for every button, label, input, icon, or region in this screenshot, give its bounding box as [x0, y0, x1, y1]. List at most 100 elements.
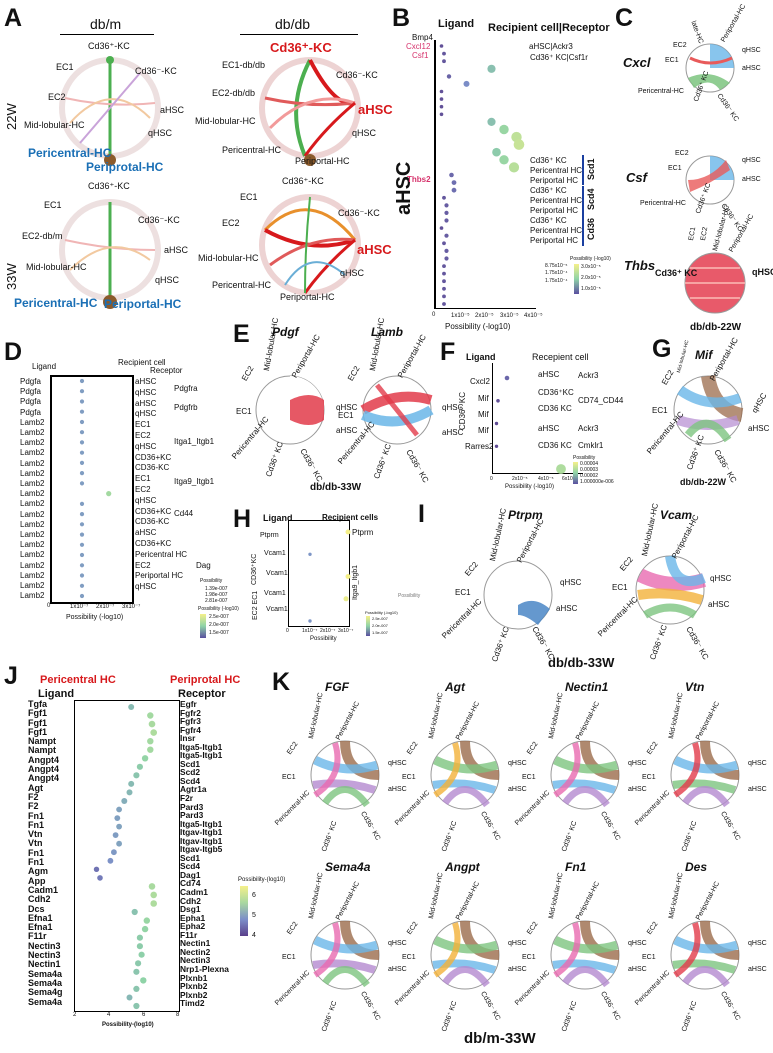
- panel-D-cell-17: EC2: [135, 560, 151, 570]
- panel-J-point-2: [148, 720, 156, 728]
- panel-H-axis-box: [288, 520, 350, 627]
- panel-D-point-18: [79, 563, 85, 568]
- panel-K-3-label-5: aHSC: [748, 786, 767, 793]
- A3-label-l3: Mid-lobular-HC: [26, 262, 87, 272]
- panel-H-xlabel: Possibility: [310, 636, 337, 642]
- panel-C-lab-pc2: Pericentral-HC: [640, 200, 686, 207]
- A2-label-b1: Pericentral-HC: [222, 145, 282, 155]
- panel-D-xtick-3: 3x10⁻⁷: [122, 604, 141, 610]
- A3-label-b1: Pericentral-HC: [14, 296, 98, 310]
- panel-J-ligand-31: Sema4g: [28, 987, 63, 998]
- panel-I-lab-pc1: Pericentral-HC: [440, 596, 484, 641]
- panel-C-lab-ec2-1: EC2: [673, 42, 687, 49]
- panel-H-header-left: Ligand: [263, 513, 293, 523]
- panel-J-xtick-2: 6: [142, 1012, 146, 1018]
- panel-B-row-10: Periportal HC: [530, 236, 579, 245]
- panel-D-cell-19: qHSC: [135, 582, 157, 592]
- panel-B-point-4: [446, 74, 452, 79]
- panel-K-4-label-2: EC2: [286, 920, 300, 937]
- panel-F-lig-2: Mif: [478, 410, 489, 419]
- panel-D-ligand-14: Lamb2: [20, 519, 45, 529]
- panel-D-points: [79, 378, 112, 599]
- panel-B-point-22: [444, 210, 449, 215]
- panel-F-rec-1: CD74_CD44: [578, 396, 624, 405]
- panel-A-row1-label: 22W: [4, 103, 19, 130]
- panel-C-lab-qhsc1: qHSC: [742, 47, 761, 54]
- panel-F-header-left: Ligand: [466, 352, 496, 362]
- panel-D-ligand-11: Lamb2: [20, 489, 45, 499]
- panel-D-ligand-19: Lamb2: [20, 570, 45, 580]
- panel-J-point-24: [131, 908, 138, 916]
- panel-G-letter: G: [652, 335, 672, 363]
- panel-D-ligand-16: Lamb2: [20, 540, 45, 550]
- A3-label-b2: Periportal-HC: [104, 297, 182, 311]
- panel-D-ligand-20: Lamb2: [20, 581, 45, 591]
- panel-K-6-label-4: qHSC: [628, 940, 647, 947]
- panel-K-6-label-5: aHSC: [628, 966, 647, 973]
- panel-J-point-3: [150, 729, 157, 736]
- panel-D-ligand-5: Lamb2: [20, 428, 45, 438]
- panel-A-network-3: [59, 199, 161, 309]
- panel-B-point-24: [439, 226, 444, 230]
- panel-K-0-label-4: qHSC: [388, 760, 407, 767]
- panel-D-legend-size-2: 2.81e-007: [205, 598, 228, 604]
- panel-J-ligand-32: Sema4a: [28, 996, 63, 1007]
- panel-B-points: [439, 44, 525, 306]
- panel-B-group-bar-2: [582, 186, 584, 216]
- panel-K-caption: db/m-33W: [464, 1030, 536, 1047]
- panel-J-point-8: [133, 772, 140, 779]
- A1-label-b1: Pericentral-HC: [28, 146, 112, 160]
- panel-G-lab-qhsc: qHSC: [750, 391, 769, 415]
- panel-B-point-3: [487, 64, 496, 73]
- panel-D-point-17: [79, 552, 85, 558]
- panel-F-axis-box: [492, 363, 583, 474]
- panel-J-point-28: [136, 943, 143, 950]
- panel-B-row-2: Cd36⁺ KC: [530, 156, 567, 165]
- panel-D-xtick-2: 2x10⁻⁷: [96, 604, 115, 610]
- panel-J-ligand-13: Fn1: [28, 819, 45, 830]
- panel-K-2-label-2: EC2: [526, 740, 540, 757]
- panel-J-point-13: [114, 815, 121, 821]
- A4-label-top: Cd36⁺-KC: [282, 176, 324, 186]
- panel-C-lab-mid3: Mid-lobular-HC: [712, 204, 731, 252]
- panel-I-title-0: Ptrpm: [508, 508, 543, 522]
- panel-F-cell-1: CD36⁺KC: [538, 388, 574, 397]
- panel-K-title-0: FGF: [325, 680, 349, 694]
- panel-K-2-label-3: EC1: [522, 774, 536, 781]
- panel-C-chord-3: [684, 252, 746, 314]
- panel-K-chord-7: [670, 920, 740, 990]
- panel-D-point-0: [79, 378, 85, 384]
- A4-label-b1: Pericentral-HC: [212, 280, 272, 290]
- panel-J-point-35: [133, 1002, 140, 1010]
- A2-label-r1: aHSC: [358, 102, 393, 117]
- panel-J-point-6: [141, 755, 149, 762]
- panel-J-receptor-2: Fgfr3: [180, 716, 201, 727]
- panel-B-point-30: [442, 271, 446, 276]
- panel-D-point-7: [79, 450, 85, 455]
- panel-D-ligand-2: Pdgfa: [20, 397, 41, 407]
- panel-K-7-label-2: EC2: [646, 920, 660, 937]
- panel-E-lab-qhsc2: qHSC: [442, 403, 464, 412]
- panel-I-lab-ahsc2: aHSC: [708, 600, 730, 609]
- panel-K-1-label-0: Mid-lobular-HC: [428, 691, 445, 740]
- panel-J-receptor-8: Scd2: [180, 767, 201, 778]
- panel-D-ligand-0: Pdgfa: [20, 377, 41, 386]
- panel-J-point-29: [138, 951, 145, 958]
- panel-E-lab-ec1-2: EC1: [338, 411, 354, 420]
- A1-label-b2: Periprotal-HC: [86, 160, 164, 174]
- panel-D-ligand-4: Lamb2: [20, 417, 45, 427]
- panel-K-chord-6: [550, 920, 620, 990]
- panel-D-ligand-17: Lamb2: [20, 550, 45, 560]
- panel-C-lab-ec2-3: EC2: [700, 226, 710, 242]
- panel-C-letter: C: [615, 4, 634, 32]
- panel-B-xtick-3: 3x10⁻⁵: [500, 313, 519, 319]
- panel-B-group-bar-1: [582, 155, 584, 185]
- panel-B-point-15: [499, 155, 509, 165]
- panel-D-ligand-9: Lamb2: [20, 468, 45, 478]
- panel-J-ligand-0: Tgfa: [28, 699, 47, 709]
- panel-E-lab-mid1: Mid-lobular-HC: [262, 317, 281, 372]
- panel-E-lab-ec1-1: EC1: [236, 407, 252, 416]
- panel-D-point-10: [79, 481, 85, 486]
